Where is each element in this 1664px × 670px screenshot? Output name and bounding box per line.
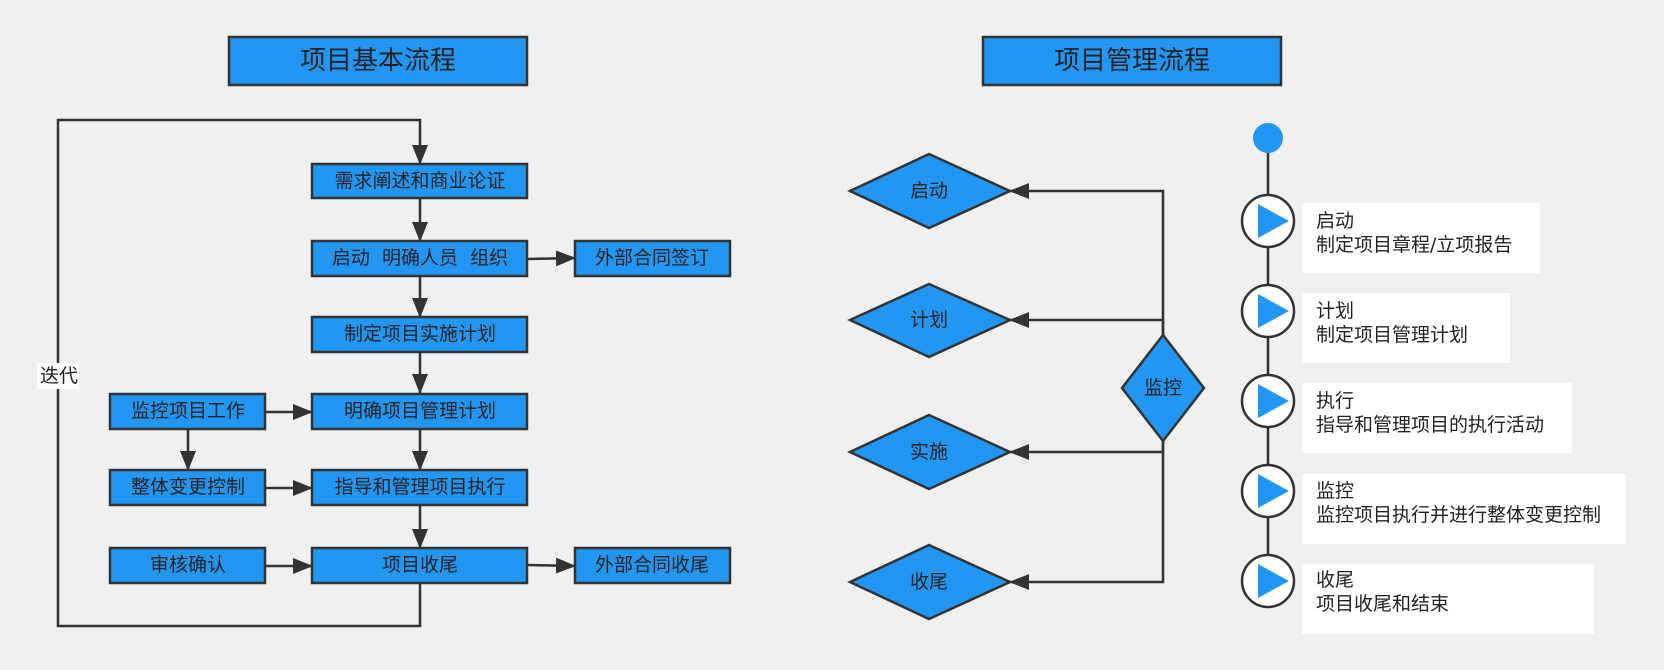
svg-text:项目收尾: 项目收尾 — [382, 554, 458, 576]
svg-text:制定项目章程/立项报告: 制定项目章程/立项报告 — [1316, 234, 1512, 256]
svg-text:项目管理流程: 项目管理流程 — [1054, 46, 1210, 76]
svg-text:需求阐述和商业论证: 需求阐述和商业论证 — [334, 170, 505, 192]
timeline-item-execute: 执行 指导和管理项目的执行活动 — [1240, 373, 1572, 453]
step-make-plan: 制定项目实施计划 — [310, 315, 529, 354]
timeline: 启动 制定项目章程/立项报告 计划 制定项目管理计划 执行 指导和管理项目的执行… — [1240, 123, 1626, 634]
svg-text:项目基本流程: 项目基本流程 — [300, 46, 456, 76]
step-closing: 项目收尾 — [310, 546, 529, 585]
svg-text:计划: 计划 — [910, 309, 948, 331]
step-define-mgmt-plan: 明确项目管理计划 — [310, 392, 529, 431]
play-icon — [1258, 564, 1289, 598]
phase-closing: 收尾 — [847, 543, 1014, 621]
svg-text:整体变更控制: 整体变更控制 — [131, 476, 245, 498]
svg-text:收尾: 收尾 — [910, 571, 948, 593]
svg-text:迭代: 迭代 — [40, 365, 78, 387]
svg-text:外部合同签订: 外部合同签订 — [595, 247, 709, 269]
step-review-confirm: 审核确认 — [108, 546, 267, 585]
svg-text:执行: 执行 — [1316, 390, 1354, 412]
svg-text:监控项目执行并进行整体变更控制: 监控项目执行并进行整体变更控制 — [1316, 504, 1601, 526]
phase-plan: 计划 — [847, 282, 1014, 359]
timeline-item-closing: 收尾 项目收尾和结束 — [1240, 553, 1594, 634]
timeline-item-plan: 计划 制定项目管理计划 — [1240, 283, 1510, 363]
play-icon — [1258, 204, 1289, 238]
step-initiate: 启动 明确人员 组织 — [310, 239, 529, 278]
svg-text:指导和管理项目的执行活动: 指导和管理项目的执行活动 — [1316, 414, 1544, 436]
svg-text:实施: 实施 — [910, 441, 948, 463]
step-integrated-change: 整体变更控制 — [108, 468, 267, 507]
timeline-item-initiate: 启动 制定项目章程/立项报告 — [1240, 193, 1540, 273]
step-direct-execution: 指导和管理项目执行 — [310, 468, 529, 507]
mgmt-flow-title: 项目管理流程 — [981, 35, 1283, 87]
svg-text:制定项目管理计划: 制定项目管理计划 — [1316, 324, 1468, 346]
svg-text:启动 明确人员 组织: 启动 明确人员 组织 — [332, 247, 508, 269]
svg-text:指导和管理项目执行: 指导和管理项目执行 — [334, 476, 505, 498]
step-external-contract-close: 外部合同收尾 — [573, 546, 732, 585]
svg-text:外部合同收尾: 外部合同收尾 — [595, 554, 709, 576]
basic-flow-title: 项目基本流程 — [227, 35, 529, 87]
svg-text:监控: 监控 — [1144, 377, 1182, 399]
svg-text:制定项目实施计划: 制定项目实施计划 — [344, 323, 496, 345]
mgmt-flow-connectors — [1009, 183, 1165, 590]
svg-text:项目收尾和结束: 项目收尾和结束 — [1316, 593, 1449, 615]
svg-text:收尾: 收尾 — [1316, 569, 1354, 591]
step-external-contract-sign: 外部合同签订 — [573, 239, 732, 278]
svg-text:计划: 计划 — [1316, 300, 1354, 322]
phase-execute: 实施 — [847, 413, 1014, 491]
svg-text:监控项目工作: 监控项目工作 — [131, 400, 245, 422]
play-icon — [1258, 384, 1289, 418]
play-icon — [1258, 294, 1289, 328]
timeline-start-dot — [1253, 123, 1283, 153]
svg-text:启动: 启动 — [1316, 210, 1354, 232]
play-icon — [1258, 474, 1289, 508]
step-monitor-work: 监控项目工作 — [108, 392, 267, 431]
center-monitor: 监控 — [1120, 332, 1206, 444]
step-requirements: 需求阐述和商业论证 — [310, 162, 529, 200]
phase-initiate: 启动 — [847, 152, 1014, 230]
svg-text:明确项目管理计划: 明确项目管理计划 — [344, 400, 496, 422]
svg-text:监控: 监控 — [1316, 480, 1354, 502]
svg-text:审核确认: 审核确认 — [150, 554, 226, 576]
loop-label: 迭代 — [37, 363, 79, 389]
svg-text:启动: 启动 — [910, 180, 948, 202]
timeline-item-monitor: 监控 监控项目执行并进行整体变更控制 — [1240, 463, 1626, 544]
